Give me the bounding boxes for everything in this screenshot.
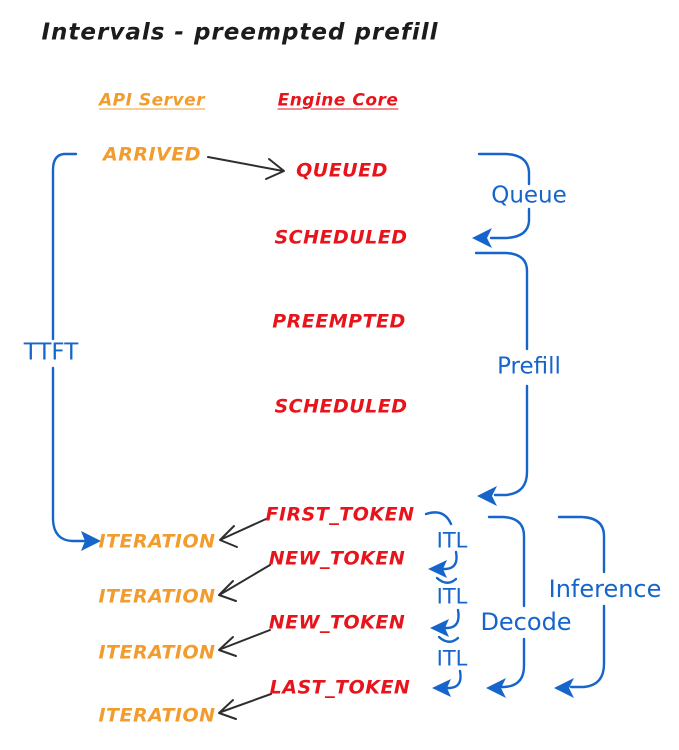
inference-brace bbox=[554, 515, 606, 698]
event-new-token-1: NEW_TOKEN bbox=[268, 547, 406, 570]
prefill-brace bbox=[474, 251, 529, 506]
event-first-token: FIRST_TOKEN bbox=[265, 503, 415, 526]
interval-label-queue: Queue bbox=[491, 182, 567, 209]
arrow-last-token-to-iteration-icon bbox=[218, 693, 272, 720]
itl-arrow-icon bbox=[432, 679, 451, 697]
queue-arrow-icon bbox=[472, 228, 492, 248]
event-preempted: PREEMPTED bbox=[272, 310, 406, 333]
interval-label-itl-3: ITL bbox=[436, 646, 468, 671]
queue-brace bbox=[472, 152, 531, 248]
interval-label-itl-2: ITL bbox=[436, 584, 468, 609]
interval-label-decode: Decode bbox=[480, 608, 572, 636]
event-iteration-4: ITERATION bbox=[98, 704, 216, 727]
event-new-token-2: NEW_TOKEN bbox=[268, 611, 406, 634]
itl-arrow-icon bbox=[430, 619, 449, 637]
arrow-first-token-to-iteration-icon bbox=[219, 518, 267, 548]
page-title: Intervals - preempted prefill bbox=[41, 19, 439, 46]
interval-label-prefill: Prefill bbox=[497, 353, 561, 380]
event-scheduled-2: SCHEDULED bbox=[274, 395, 408, 418]
interval-label-inference: Inference bbox=[548, 575, 662, 603]
prefill-arrow-icon bbox=[477, 486, 497, 506]
arrow-new-token-to-iteration-icon bbox=[218, 629, 271, 657]
interval-label-itl-1: ITL bbox=[436, 528, 468, 553]
event-queued: QUEUED bbox=[296, 159, 388, 182]
event-iteration-2: ITERATION bbox=[98, 585, 216, 608]
itl-arrow-icon bbox=[428, 560, 447, 578]
decode-brace bbox=[486, 515, 526, 698]
arrow-new-token-to-iteration-icon bbox=[218, 564, 271, 602]
itl-bracket-3 bbox=[432, 669, 462, 697]
ttft-bracket bbox=[51, 152, 101, 551]
column-header-api-server: API Server bbox=[98, 90, 206, 111]
event-iteration-3: ITERATION bbox=[98, 641, 216, 664]
interval-label-ttft: TTFT bbox=[23, 339, 79, 366]
itl-bracket-1 bbox=[424, 511, 458, 584]
itl-bracket-2 bbox=[430, 608, 460, 643]
inference-arrow-icon bbox=[554, 678, 574, 698]
event-arrived: ARRIVED bbox=[103, 143, 201, 166]
decode-arrow-icon bbox=[486, 678, 506, 698]
event-iteration-1: ITERATION bbox=[98, 530, 216, 553]
event-last-token: LAST_TOKEN bbox=[269, 676, 411, 699]
ttft-arrow-icon bbox=[81, 531, 101, 551]
event-scheduled-1: SCHEDULED bbox=[274, 226, 408, 249]
arrow-arrived-to-queued-icon bbox=[207, 156, 285, 180]
column-header-engine-core: Engine Core bbox=[277, 90, 399, 111]
